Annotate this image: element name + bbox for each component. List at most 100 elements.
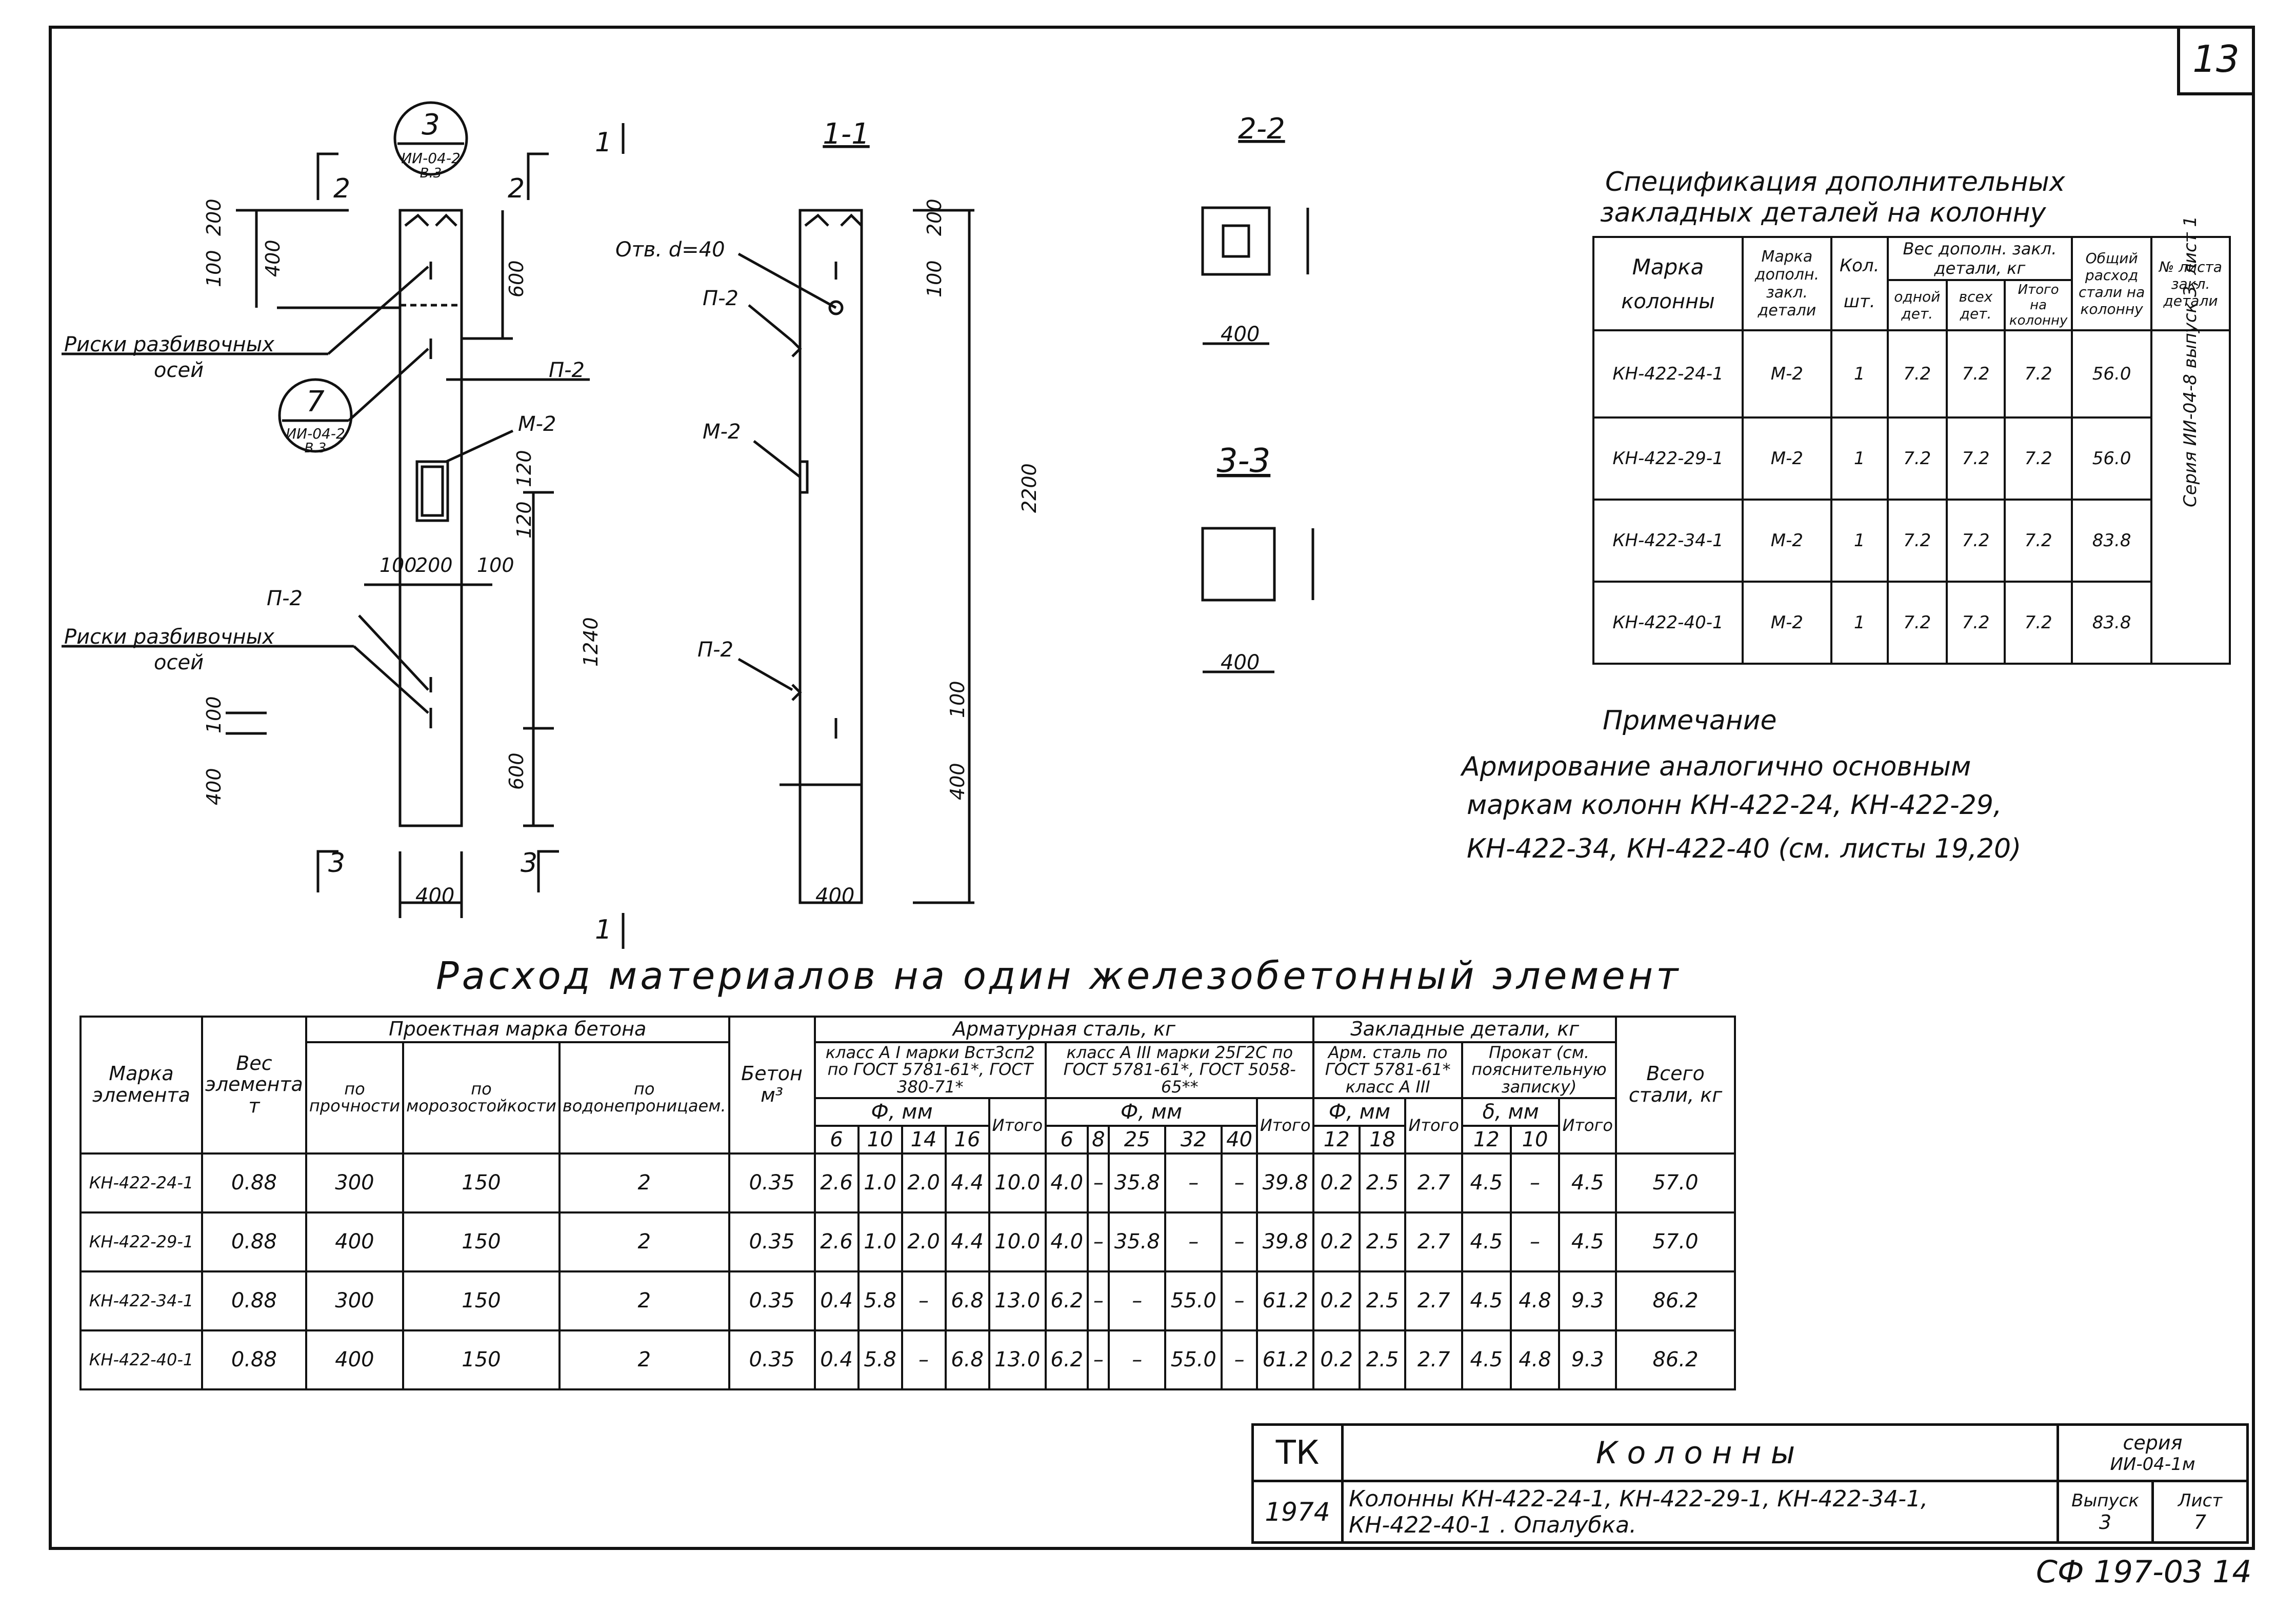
spec-table: Марка колонны Марка дополн. закл. детали… [1592,216,2231,665]
spec-h-total: Итого на колонну [2003,279,2073,331]
mat-d-a3: 40 [1221,1124,1258,1155]
mat-cell: 4.5 [1461,1329,1512,1390]
spec-cell-total: 7.2 [2003,499,2073,583]
label-p2-sec-top: П-2 [703,287,738,310]
mat-cell: 0.88 [201,1329,307,1390]
note-title: Примечание [1603,705,1777,736]
mat-h-frost: по морозостойкости [402,1041,561,1155]
embedded-plate-m2 [415,460,449,522]
section-3-3-label: 3-3 [1217,442,1271,480]
dim-100-left: 100 [380,554,417,576]
spec-cell-detail: М-2 [1741,581,1832,665]
dim-400-s33: 400 [1221,651,1260,674]
label-hole: Отв. d=40 [615,238,725,262]
spec-cell-one: 7.2 [1886,581,1948,665]
mat-cell: 150 [402,1211,561,1272]
mat-cell: 2 [558,1270,730,1331]
mat-cell: – [1087,1270,1110,1331]
mat-cell: 6.2 [1045,1329,1089,1390]
spec-cell-qty: 1 [1830,499,1889,583]
mat-d-a1: 14 [901,1124,947,1155]
materials-title: Расход материалов на один железобетонный… [436,954,1682,998]
spec-cell-qty: 1 [1830,329,1889,419]
mat-cell: 0.35 [728,1211,816,1272]
mat-h-itogo-a3: Итого [1255,1097,1315,1155]
mat-h-arm-steel: Арм. сталь по ГОСТ 5781-61* класс А III [1312,1041,1463,1099]
spec-cell-steel: 83.8 [2071,499,2152,583]
tb-sheet-label: Лист [2178,1490,2223,1511]
spec-row: КН-422-40-1 М-2 1 7.2 7.2 7.2 83.8 [1592,581,2230,665]
axis-note-1b: осей [154,359,204,382]
mat-h-armat: Арматурная сталь, кг [813,1016,1315,1043]
tb-year: 1974 [1251,1480,1344,1544]
mat-cell-mark: КН-422-29-1 [79,1211,203,1272]
label-m2-front: М-2 [518,412,556,436]
mat-d-a1: 6 [813,1124,860,1155]
cut-1-bottom: 1 [595,914,612,945]
mat-cell: 55.0 [1164,1270,1223,1331]
tb-name: Колонны [1341,1423,2059,1482]
mat-cell-mark: КН-422-34-1 [79,1270,203,1331]
mat-cell: – [1164,1211,1223,1272]
sheet-frame [49,26,2255,1550]
spec-cell-mark: КН-422-40-1 [1592,581,1744,665]
mat-d-a1: 10 [857,1124,903,1155]
spec-cell-steel: 56.0 [2071,329,2152,419]
tb-sheet-cell: Лист 7 [2151,1480,2249,1544]
mat-cell: 4.0 [1045,1152,1089,1214]
spec-cell-detail: М-2 [1741,329,1832,419]
spec-cell-total: 7.2 [2003,581,2073,665]
mat-h-a1: класс А I марки Вст3сп2 по ГОСТ 5781-61*… [813,1041,1047,1099]
mat-d-p: 10 [1509,1124,1561,1155]
column-drawing: 3 ИИ-04-2 В.3 7 ИИ-04-2 В.3 2 2 1 1 3 3 … [62,101,1314,949]
callout-top-ref: ИИ-04-2 [401,150,461,167]
spec-cell-mark: КН-422-29-1 [1592,416,1744,501]
dim-400-bottom: 400 [203,768,225,805]
mat-h-phi-a1: Ф, мм [813,1097,990,1127]
sheet-number-box: 13 [2177,26,2252,95]
mat-cell: 86.2 [1615,1270,1736,1331]
spec-row: КН-422-29-1 М-2 1 7.2 7.2 7.2 56.0 [1592,416,2230,501]
column-section-1-1 [798,209,863,904]
spec-header-row: Марка колонны Марка дополн. закл. детали… [1592,236,2231,331]
spec-sheet-ref-cell: Серия ИИ-04-8 выпуск 3, лист 1 [2150,216,2231,665]
mat-cell: – [1087,1211,1110,1272]
mat-cell: 150 [402,1270,561,1331]
mat-cell: 5.8 [857,1329,903,1390]
mat-cell: 10.0 [988,1211,1047,1272]
spec-cell-qty: 1 [1830,581,1889,665]
mat-cell: 57.0 [1615,1152,1736,1214]
mat-cell: 4.0 [1045,1211,1089,1272]
mat-cell: 2.7 [1404,1329,1463,1390]
spec-row: КН-422-24-1 М-2 1 7.2 7.2 7.2 56.0 Серия… [1592,216,2231,665]
mat-cell: 39.8 [1255,1152,1315,1214]
mat-cell: 0.4 [813,1270,860,1331]
spec-h-marka: Марка колонны [1592,236,1744,331]
tb-issue: 3 [2099,1510,2112,1534]
note-line-3: КН-422-34, КН-422-40 (см. листы 19,20) [1467,833,2022,864]
mat-cell: 0.88 [201,1211,307,1272]
dim-600-top: 600 [505,260,528,297]
dim-400-sec: 400 [815,884,854,908]
mat-cell: 86.2 [1615,1329,1736,1390]
dim-2200: 2200 [1018,463,1041,513]
mat-cell: 35.8 [1108,1211,1167,1272]
section-3-3-square [1201,527,1276,602]
spec-cell-qty: 1 [1830,416,1889,501]
spec-cell-detail: М-2 [1741,416,1832,501]
cut-3-left: 3 [328,848,345,879]
mat-cell: 13.0 [988,1329,1047,1390]
dim-400-top: 400 [262,240,284,277]
mat-cell: 9.3 [1558,1329,1617,1390]
axis-note-1a: Риски разбивочных [64,333,274,356]
spec-cell-all: 7.2 [1946,329,2006,419]
mat-cell: 5.8 [857,1270,903,1331]
dim-120-a: 120 [513,501,535,539]
mat-cell: 2.7 [1404,1152,1463,1214]
mat-cell: 9.3 [1558,1270,1617,1331]
mat-cell: 55.0 [1164,1329,1223,1390]
tb-sheet: 7 [2193,1510,2207,1534]
mat-h-zakl: Закладные детали, кг [1312,1016,1617,1043]
